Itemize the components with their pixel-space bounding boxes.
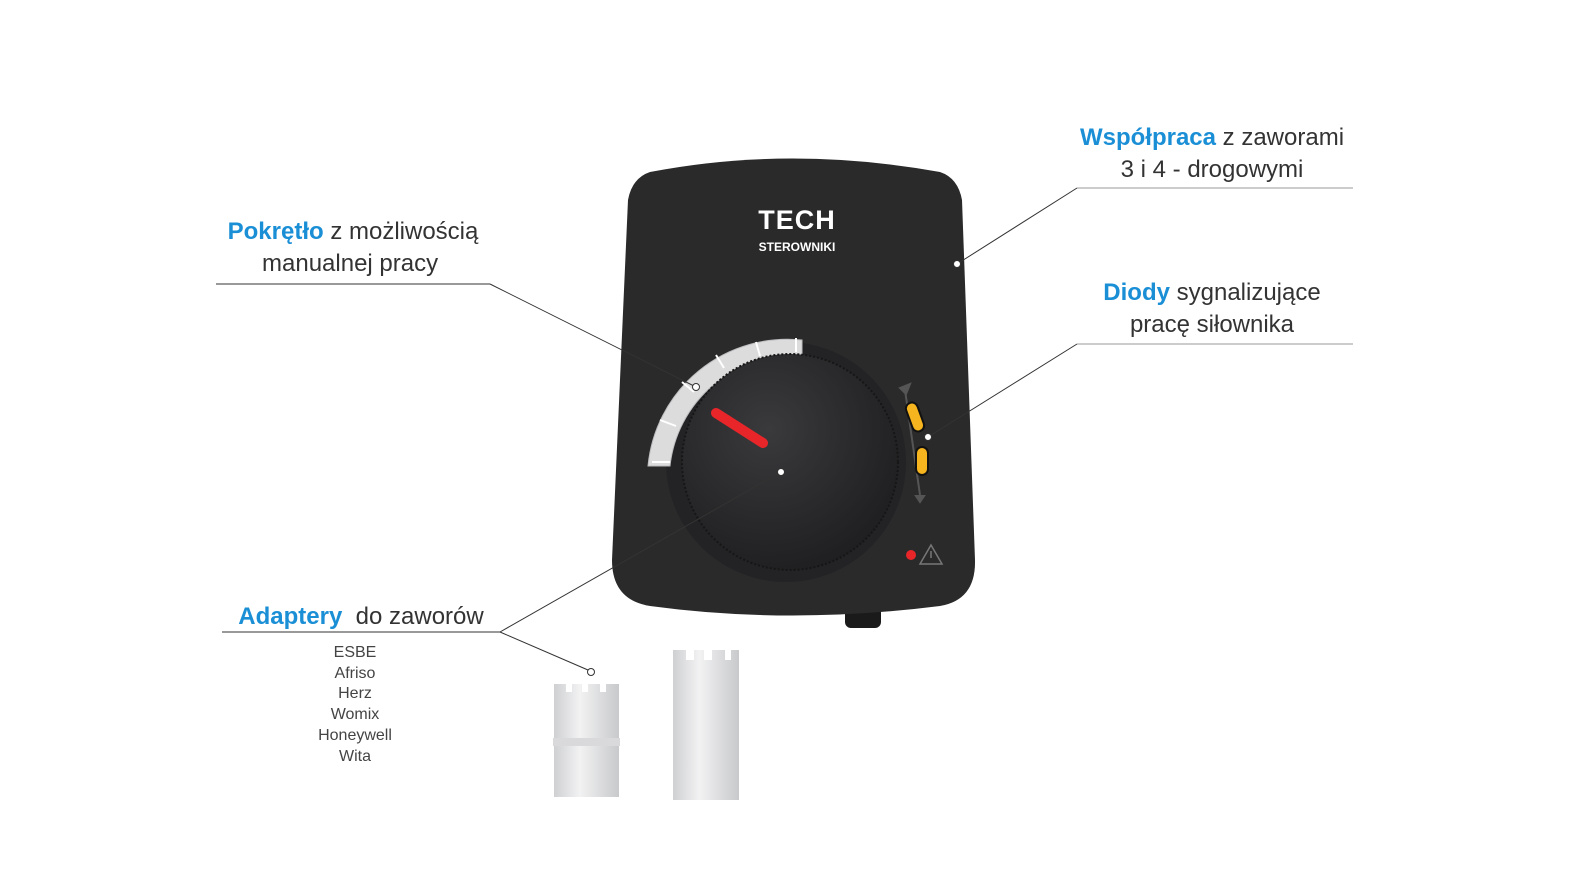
callout-valves-line2: 3 i 4 - drogowymi <box>1120 156 1304 183</box>
adapter-long <box>673 650 739 800</box>
adapter-brand-list: ESBE Afriso Herz Womix Honeywell Wita <box>295 643 415 767</box>
alarm-led <box>906 550 916 560</box>
scale-arc <box>647 338 803 467</box>
callout-knob-text: z możliwością <box>323 218 479 245</box>
warning-triangle-icon <box>918 543 944 565</box>
callout-knob: Pokrętło z możliwością manualnej pracy <box>216 216 490 280</box>
adapter-short <box>553 684 620 797</box>
callout-adapters: Adaptery do zaworów <box>222 601 500 633</box>
brand-item: Wita <box>339 747 371 765</box>
tech-logo: TECH <box>758 205 836 235</box>
callout-adapters-highlight: Adaptery <box>238 603 343 630</box>
callout-valves: Współpraca z zaworami 3 i 4 - drogowymi <box>1070 122 1354 186</box>
callout-valves-text: z zaworami <box>1216 124 1345 151</box>
callout-adapters-text: do zaworów <box>342 603 484 630</box>
brand-item: Womix <box>330 706 380 724</box>
callout-dots <box>587 260 961 676</box>
brand-item: Herz <box>338 685 372 703</box>
sterowniki-logo: STEROWNIKI <box>759 240 836 254</box>
callout-leds: Diody sygnalizujące pracę siłownika <box>1070 277 1354 341</box>
callout-leds-line2: pracę siłownika <box>1129 311 1295 338</box>
scale-ticks <box>652 338 797 463</box>
manual-knob[interactable] <box>681 353 899 571</box>
leader-lines <box>216 187 1353 671</box>
led-close <box>915 446 929 476</box>
double-arrow-icon <box>898 382 926 504</box>
knob-pointer <box>711 408 768 448</box>
callout-knob-highlight: Pokrętło <box>227 218 324 245</box>
brand-item: Afriso <box>334 664 376 682</box>
callout-leds-text: sygnalizujące <box>1169 279 1321 306</box>
led-open <box>904 401 926 433</box>
callout-leds-highlight: Diody <box>1103 279 1170 306</box>
callout-knob-line2: manualnej pracy <box>262 250 439 277</box>
brand-item: Honeywell <box>318 726 392 744</box>
callout-valves-highlight: Współpraca <box>1079 124 1216 151</box>
brand-item: ESBE <box>333 644 377 661</box>
